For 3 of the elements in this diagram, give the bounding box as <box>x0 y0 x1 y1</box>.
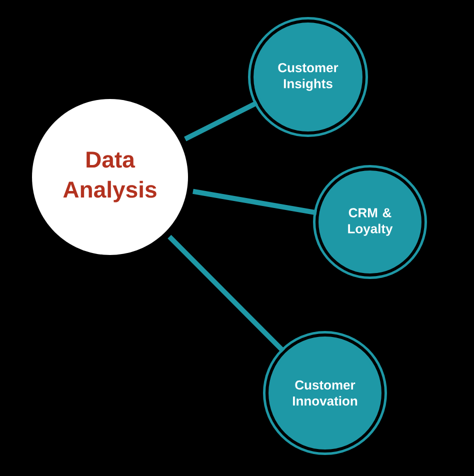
connector-line <box>192 188 317 216</box>
connector-line <box>184 100 258 142</box>
connector-line <box>168 234 285 353</box>
